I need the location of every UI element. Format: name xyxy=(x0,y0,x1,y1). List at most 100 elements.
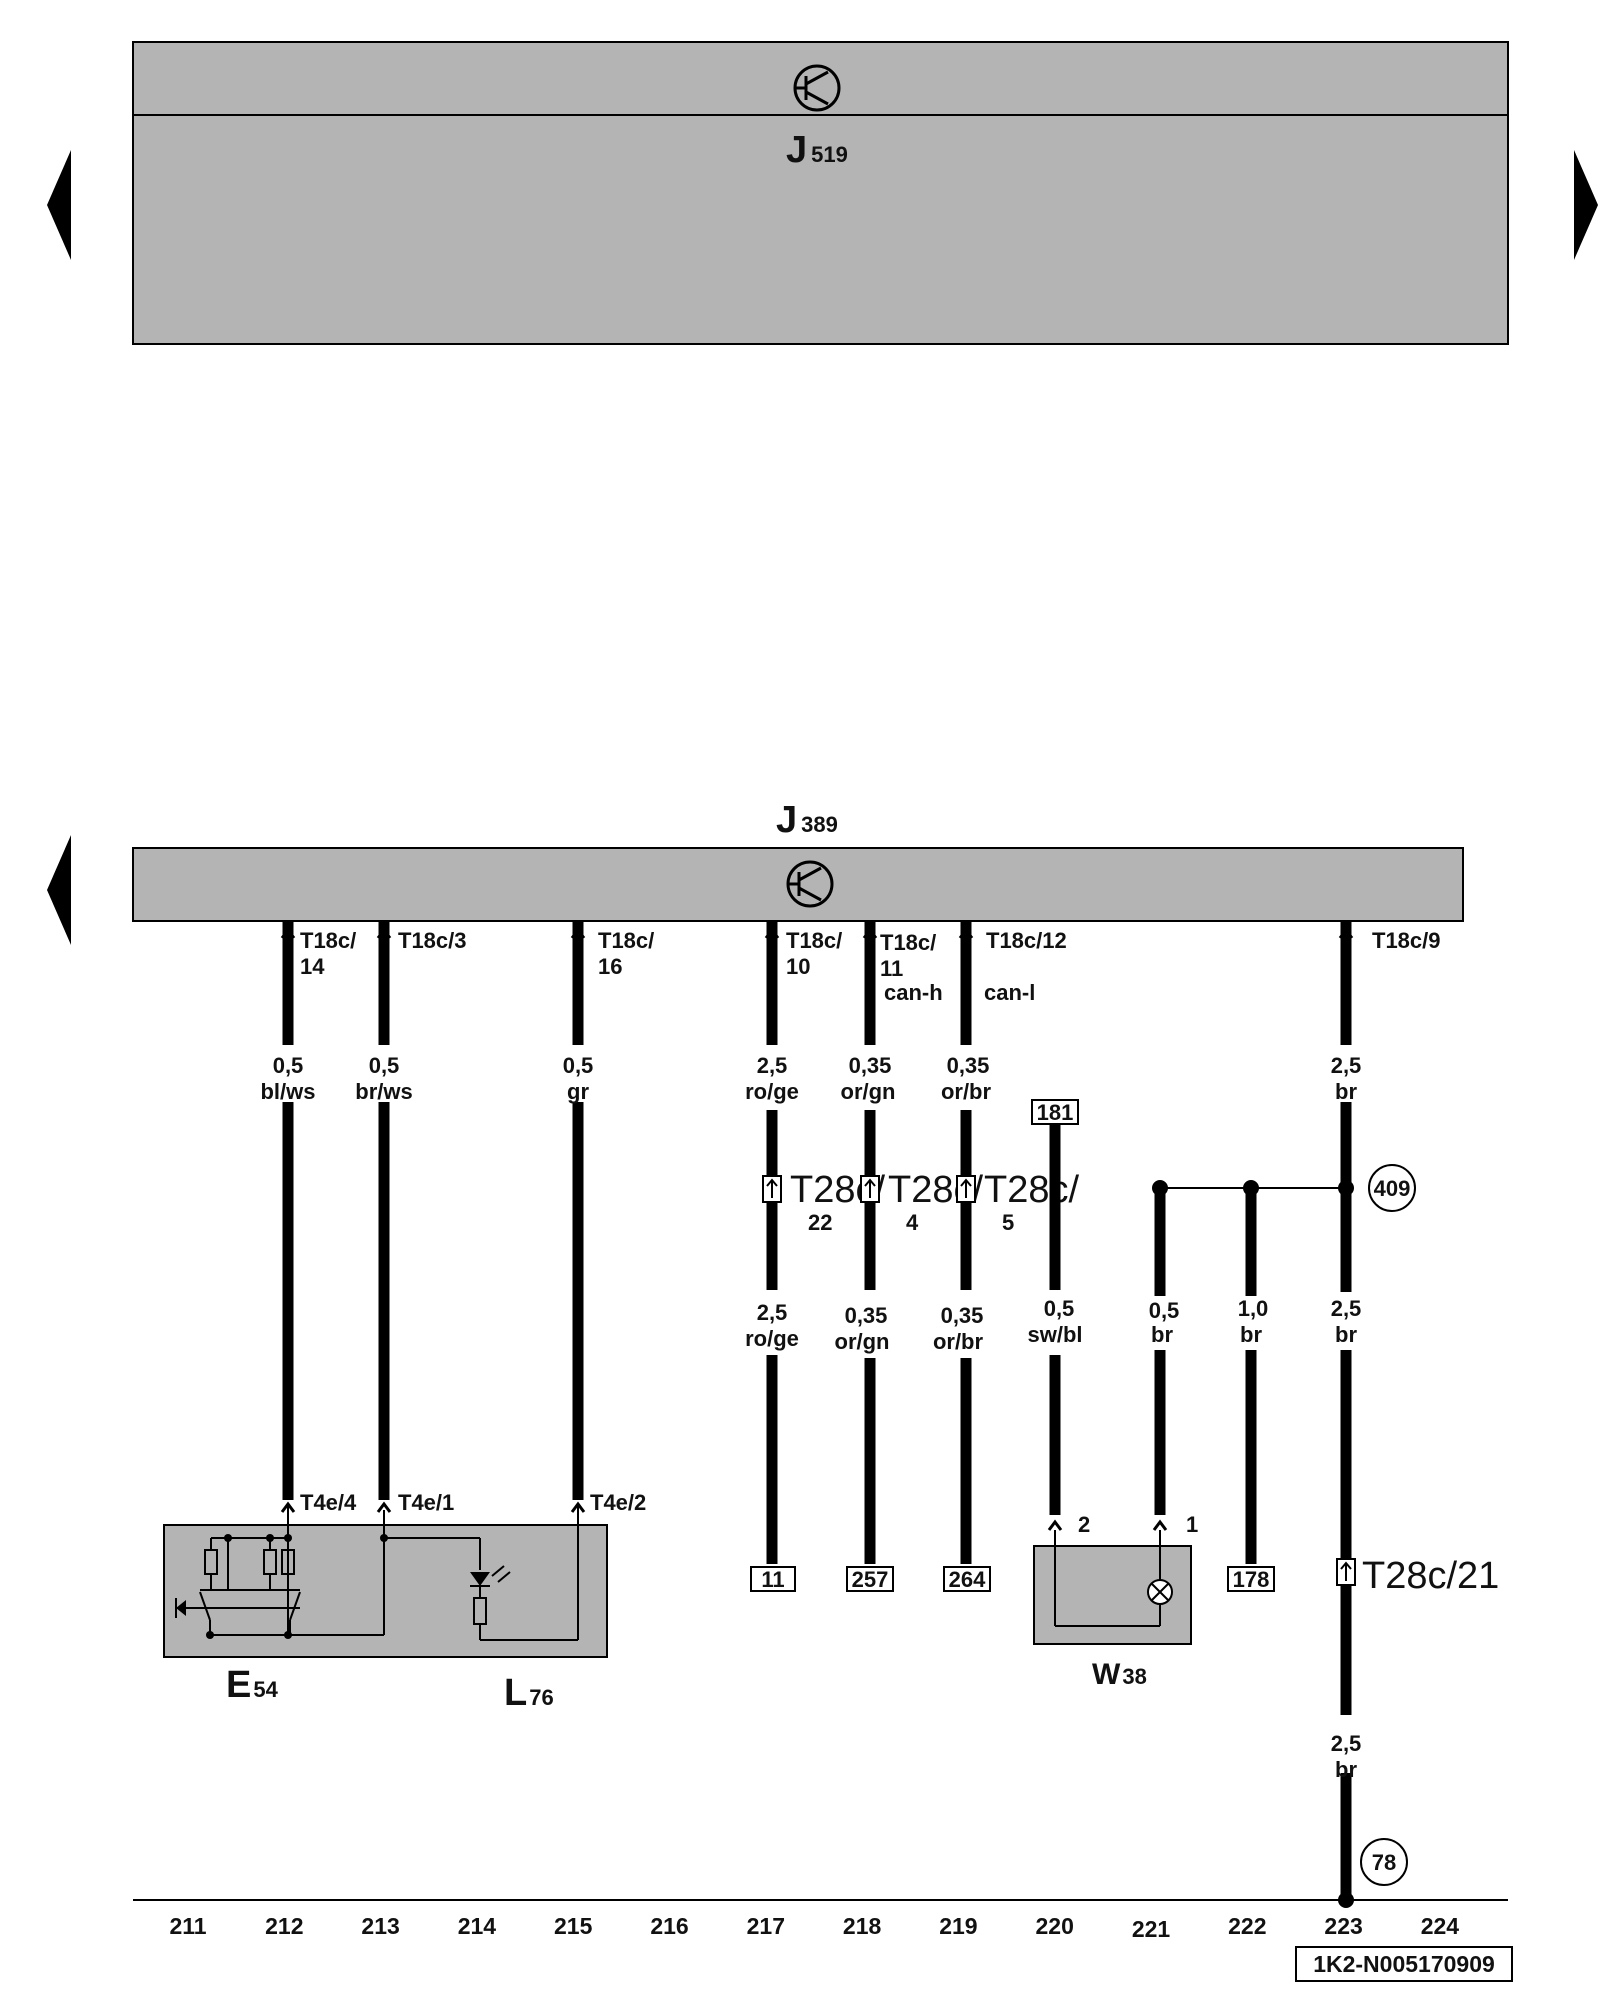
wire-219: T18c/12 can-l 0,35 or/br T28c/ 5 0,35 or… xyxy=(933,922,1079,1592)
wire-color: ro/ge xyxy=(745,1079,799,1104)
pin-label: T4e/1 xyxy=(398,1490,454,1515)
pin-label: T18c/ xyxy=(300,928,356,953)
wire-color: ro/ge xyxy=(745,1326,799,1351)
wire-size: 0,5 xyxy=(273,1053,304,1078)
wire-size: 0,5 xyxy=(1044,1296,1075,1321)
wire-217: T18c/ 10 2,5 ro/ge T28c/ 22 2,5 ro/ge 11 xyxy=(745,922,885,1592)
component-sub-l76: 76 xyxy=(529,1685,553,1710)
connector-label: T28c/ xyxy=(984,1169,1079,1211)
prev-page-arrow-top[interactable] xyxy=(47,150,71,260)
column-number: 222 xyxy=(1228,1913,1266,1939)
column-number: 217 xyxy=(747,1913,785,1939)
connector-pin: 22 xyxy=(808,1210,832,1235)
module-sub-j519: 519 xyxy=(811,142,848,167)
wire-color: br xyxy=(1151,1322,1173,1347)
column-number: 212 xyxy=(265,1913,303,1939)
reference-box: 257 xyxy=(852,1567,889,1592)
wire-color: bl/ws xyxy=(260,1079,315,1104)
module-label-j519: J xyxy=(786,129,807,171)
wire-color: br/ws xyxy=(355,1079,412,1104)
wire-size: 2,5 xyxy=(757,1300,788,1325)
wire-color: gr xyxy=(567,1079,589,1104)
component-e54-l76 xyxy=(163,1505,608,1658)
pin-label: T18c/ xyxy=(598,928,654,953)
pin-label: T18c/9 xyxy=(1372,928,1441,953)
wire-size: 0,35 xyxy=(849,1053,892,1078)
svg-text:T28c/: T28c/ xyxy=(984,1169,1079,1211)
pin-label: 10 xyxy=(786,954,810,979)
column-number: 213 xyxy=(361,1913,399,1939)
wire-size: 0,35 xyxy=(845,1303,888,1328)
ground-point-78: 78 xyxy=(1372,1850,1396,1875)
wire-size: 2,5 xyxy=(757,1053,788,1078)
splice-connection: 409 xyxy=(1152,1164,1416,1212)
pin-label: 1 xyxy=(1186,1512,1198,1537)
module-sub-j389: 389 xyxy=(801,812,838,837)
pin-label: 16 xyxy=(598,954,622,979)
wire-color: sw/bl xyxy=(1027,1322,1082,1347)
wire-size: 0,5 xyxy=(369,1053,400,1078)
wire-220: 181 0,5 sw/bl 2 xyxy=(1027,1099,1090,1537)
svg-text:L76: L76 xyxy=(504,1672,554,1714)
wire-color: br xyxy=(1335,1079,1357,1104)
column-number: 224 xyxy=(1421,1913,1460,1939)
document-id: 1K2-N005170909 xyxy=(1313,1951,1495,1977)
wire-color: or/gn xyxy=(841,1079,896,1104)
column-number: 215 xyxy=(554,1913,593,1939)
svg-text:W38: W38 xyxy=(1092,1658,1147,1691)
transistor-icon xyxy=(786,860,834,908)
wire-color: br xyxy=(1335,1757,1357,1782)
component-label-e54: E xyxy=(226,1664,251,1706)
column-number: 218 xyxy=(843,1913,882,1939)
wire-size: 0,35 xyxy=(941,1303,984,1328)
wire-223: T18c/9 2,5 br 2,5 br T28c/21 2,5 br 78 xyxy=(1331,922,1499,1908)
svg-text:T28c/21: T28c/21 xyxy=(1362,1555,1499,1597)
wire-212: T18c/ 14 0,5 bl/ws T4e/4 xyxy=(260,922,357,1515)
wire-color: or/br xyxy=(941,1079,992,1104)
wire-size: 1,0 xyxy=(1238,1296,1269,1321)
connector-pin: 4 xyxy=(906,1210,919,1235)
pin-label: 11 xyxy=(880,956,903,981)
wire-221: 0,5 br 1 xyxy=(1149,1188,1198,1537)
wire-color: br xyxy=(1335,1322,1357,1347)
component-label-l76: L xyxy=(504,1672,527,1714)
pin-label: T18c/ xyxy=(880,930,936,955)
column-number: 223 xyxy=(1324,1913,1362,1939)
wire-215: T18c/ 16 0,5 gr T4e/2 xyxy=(563,922,654,1515)
wire-213: T18c/3 0,5 br/ws T4e/1 xyxy=(355,922,467,1515)
next-page-arrow[interactable] xyxy=(1574,150,1598,260)
reference-box: 181 xyxy=(1037,1100,1074,1125)
pin-label: T4e/2 xyxy=(590,1490,646,1515)
wire-size: 2,5 xyxy=(1331,1296,1362,1321)
pin-label: T4e/4 xyxy=(300,1490,357,1515)
connector-pin: 5 xyxy=(1002,1210,1014,1235)
prev-page-arrow-bottom[interactable] xyxy=(47,835,71,945)
component-w38 xyxy=(1033,1530,1192,1645)
led-icon xyxy=(470,1572,490,1586)
wire-size: 2,5 xyxy=(1331,1053,1362,1078)
connector-label: T28c/21 xyxy=(1362,1555,1499,1597)
wire-color: or/br xyxy=(933,1329,984,1354)
wire-color: br xyxy=(1240,1322,1262,1347)
reference-box: 264 xyxy=(949,1567,986,1592)
pin-label: T18c/3 xyxy=(398,928,467,953)
column-number: 216 xyxy=(650,1913,688,1939)
ground-point-409: 409 xyxy=(1374,1176,1411,1201)
column-number: 214 xyxy=(458,1913,497,1939)
component-sub-e54: 54 xyxy=(253,1677,278,1702)
column-number: 221 xyxy=(1132,1916,1171,1942)
module-label-j389: J xyxy=(776,799,797,841)
bus-label: can-h xyxy=(884,980,943,1005)
column-number: 220 xyxy=(1036,1913,1074,1939)
wire-size: 2,5 xyxy=(1331,1731,1362,1756)
svg-text:E54: E54 xyxy=(226,1664,279,1706)
column-number: 211 xyxy=(169,1913,206,1939)
reference-box: 11 xyxy=(761,1567,784,1592)
bus-label: can-l xyxy=(984,980,1035,1005)
component-label-w38: W xyxy=(1092,1658,1121,1691)
